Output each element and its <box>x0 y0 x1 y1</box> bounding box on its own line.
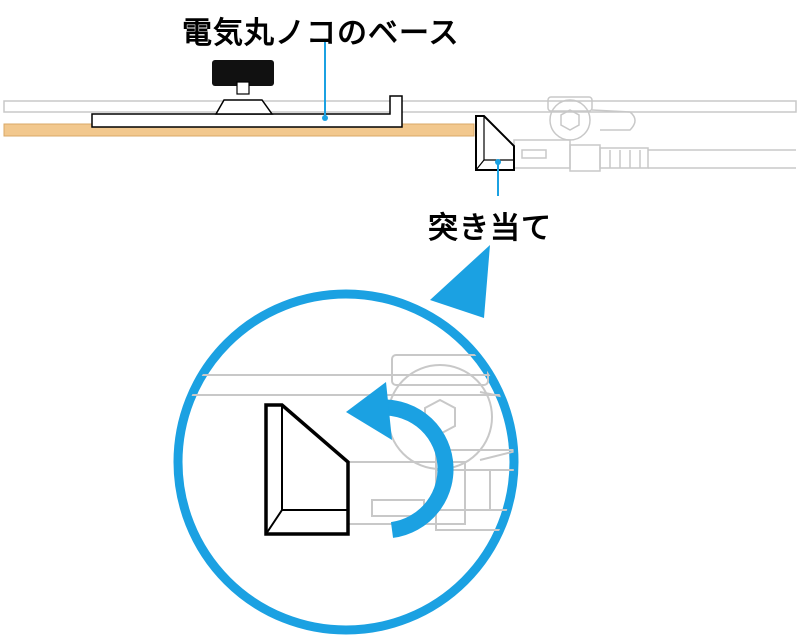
base-leader-dot <box>322 115 328 121</box>
stopper-label: 突き当て <box>428 211 552 246</box>
stopper-leader-dot <box>495 159 501 165</box>
stopper-small <box>475 115 515 171</box>
saw-base-label: 電気丸ノコのベース <box>182 16 460 51</box>
base-knob <box>212 60 274 86</box>
stopper-large <box>264 403 350 536</box>
callout-pointer <box>430 245 490 318</box>
knob-washer <box>214 99 274 115</box>
rotate-icon <box>346 382 454 538</box>
magnifier-callout <box>173 245 519 635</box>
saw-base <box>91 60 403 128</box>
magnified-view <box>178 354 514 538</box>
guide-mechanism <box>513 96 796 172</box>
knob-stem <box>236 81 250 95</box>
